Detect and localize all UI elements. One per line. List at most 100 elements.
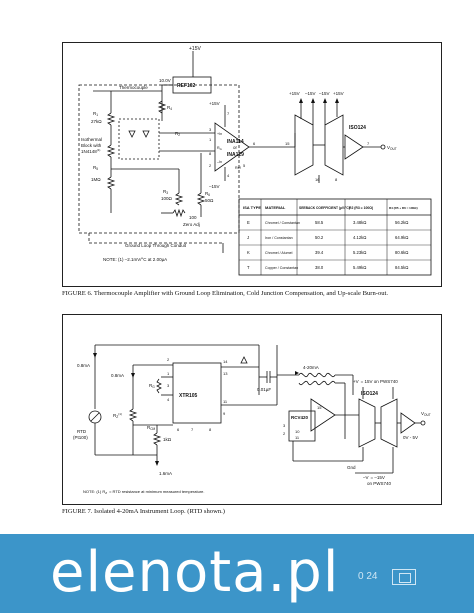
table-cell: 84.5kΩ bbox=[395, 265, 408, 270]
ina-or-label: or bbox=[233, 145, 238, 150]
table-cell: Copper / Constantan bbox=[265, 266, 298, 270]
svg-text:2: 2 bbox=[167, 357, 170, 362]
svg-text:13: 13 bbox=[223, 371, 228, 376]
fig6-vout-label: VOUT bbox=[387, 145, 397, 151]
amp-minus15v-label: –15V bbox=[209, 184, 220, 189]
table-cell: 58.5 bbox=[315, 220, 324, 225]
svg-text:1: 1 bbox=[209, 137, 212, 142]
thermocouple-table: ISA TYPE MATERIAL SEEBACK COEFFICIENT (µ… bbox=[238, 198, 432, 276]
table-cell: Chromel / Constantan bbox=[265, 221, 300, 225]
svg-text:3: 3 bbox=[283, 423, 286, 428]
page-number: 0 24 bbox=[358, 571, 378, 582]
table-cell: 50.2 bbox=[315, 235, 324, 240]
svg-text:5: 5 bbox=[243, 163, 246, 168]
svg-text:2: 2 bbox=[283, 431, 286, 436]
vs-minus-label: –V= –15V bbox=[363, 475, 385, 480]
figure-6-thermocouple-amplifier: +15V REF102 10.0V Thermocouple R4 R1 27k… bbox=[62, 42, 442, 287]
iso-rail-labels: +15V –15V –15V +15V bbox=[289, 91, 344, 96]
rcm-label: RCM bbox=[147, 425, 156, 431]
xtr105-pins: 2 1 3 4 6 7 14 13 11 9 8 bbox=[167, 357, 228, 432]
ina-pin-numbers: 3 2 1 8 7 4 6 5 bbox=[209, 111, 256, 178]
figure-7-instrument-loop: 0.8mA 0.8mA RG XTR105 2 1 3 4 6 7 14 13 … bbox=[62, 314, 442, 505]
svg-text:2: 2 bbox=[209, 163, 212, 168]
r1-label: R1 bbox=[93, 111, 98, 117]
ref-voltage-label: 10.0V bbox=[159, 78, 171, 83]
pot-100-label: 100 bbox=[189, 215, 197, 220]
table-header-isa: ISA TYPE bbox=[243, 205, 261, 210]
r6-value: 50Ω bbox=[205, 198, 214, 203]
svg-text:11: 11 bbox=[295, 435, 300, 440]
table-cell: J bbox=[247, 235, 249, 240]
table-cell: T bbox=[247, 265, 250, 270]
table-cell: K bbox=[247, 250, 250, 255]
return-current-label: 1.6mA bbox=[159, 471, 172, 476]
figure-6-schematic: +15V REF102 10.0V Thermocouple R4 R1 27k… bbox=[78, 46, 432, 276]
table-header-material: MATERIAL bbox=[265, 205, 286, 210]
table-header-r2: R2 (R3 = 100Ω) bbox=[349, 206, 373, 210]
pin-rg: RG bbox=[217, 146, 222, 151]
figure-6-caption: FIGURE 6. Thermocouple Amplifier with Gr… bbox=[62, 290, 389, 297]
svg-text:+15V: +15V bbox=[333, 91, 344, 96]
svg-text:3: 3 bbox=[167, 383, 170, 388]
pws740-label: on PWS740 bbox=[367, 481, 392, 486]
table-cell: 5.23kΩ bbox=[353, 250, 366, 255]
table-cell: 64.9kΩ bbox=[395, 235, 408, 240]
iso124-label: ISO124 bbox=[349, 125, 366, 131]
ina114-label: INA114 bbox=[227, 139, 244, 145]
gnd-label: Gnd bbox=[347, 465, 356, 470]
rtd-label: RTD bbox=[77, 429, 87, 434]
loop-current-label: 4-20mA bbox=[303, 365, 319, 370]
cap-label: 0.01µF bbox=[257, 387, 271, 392]
svg-text:10: 10 bbox=[295, 429, 300, 434]
current-source-2: 0.8mA bbox=[111, 373, 124, 378]
site-footer-banner bbox=[0, 534, 474, 613]
rcv420-pins: 3 2 10 11 15 bbox=[283, 405, 322, 440]
block-with-label: Block with bbox=[81, 143, 102, 148]
r5-label: R5 bbox=[93, 165, 98, 171]
svg-text:–15V: –15V bbox=[305, 91, 316, 96]
ina129-label: INA129 bbox=[227, 152, 244, 158]
table-cell: 56.2kΩ bbox=[395, 220, 408, 225]
svg-text:14: 14 bbox=[223, 359, 228, 364]
r4-label: R4 bbox=[167, 105, 172, 111]
rg-label: RG bbox=[149, 383, 155, 389]
rcv420-label: RCV420 bbox=[291, 415, 309, 420]
brand-mark-icon bbox=[392, 569, 416, 585]
table-cell: 38.0 bbox=[315, 265, 324, 270]
svg-text:4: 4 bbox=[167, 397, 170, 402]
iso-pin-16: 16 bbox=[315, 177, 320, 182]
table-cell: Iron / Constantan bbox=[265, 236, 293, 240]
fig7-vout-label: VOUT bbox=[421, 411, 431, 417]
svg-text:1: 1 bbox=[167, 371, 170, 376]
r1-value: 27kΩ bbox=[91, 119, 102, 124]
pin-vin-plus: +In bbox=[217, 132, 222, 136]
rcm-value: 1kΩ bbox=[163, 437, 172, 442]
ref102-label: REF102 bbox=[177, 83, 196, 89]
site-logo[interactable]: elenota.pl bbox=[50, 540, 340, 605]
vs-plus-label: +V= 15V on PWS740 bbox=[353, 379, 398, 384]
isothermal-label: Isothermal bbox=[81, 137, 102, 142]
table-cell: Chromel / Alumel bbox=[265, 251, 293, 255]
svg-text:–15V: –15V bbox=[319, 91, 330, 96]
res-1mohm-label: 1MΩ bbox=[91, 177, 101, 182]
xtr105-label: XTR105 bbox=[179, 393, 198, 399]
thermocouple-label: Thermocouple bbox=[119, 85, 148, 90]
pin-ref: Ref bbox=[235, 166, 241, 170]
svg-text:11: 11 bbox=[223, 399, 228, 404]
fig7-iso124-label: ISO124 bbox=[361, 391, 378, 397]
zero-adj-label: Zero Adj bbox=[183, 222, 200, 227]
svg-text:8: 8 bbox=[209, 427, 212, 432]
table-header-r4: R4 (R5 + R6 = 100Ω) bbox=[389, 206, 418, 210]
svg-text:6: 6 bbox=[253, 141, 256, 146]
iso-pin-8: 8 bbox=[335, 177, 338, 182]
r3-value: 100Ω bbox=[161, 196, 173, 201]
rz-label: RZ(1) bbox=[113, 412, 122, 419]
fig7-note: NOTE: (1) RZ= RTD resistance at minimum … bbox=[83, 489, 204, 495]
svg-text:3: 3 bbox=[209, 127, 212, 132]
table-cell: 4.12kΩ bbox=[353, 235, 366, 240]
svg-text:8: 8 bbox=[209, 151, 212, 156]
svg-text:4: 4 bbox=[227, 173, 230, 178]
svg-text:7: 7 bbox=[191, 427, 194, 432]
